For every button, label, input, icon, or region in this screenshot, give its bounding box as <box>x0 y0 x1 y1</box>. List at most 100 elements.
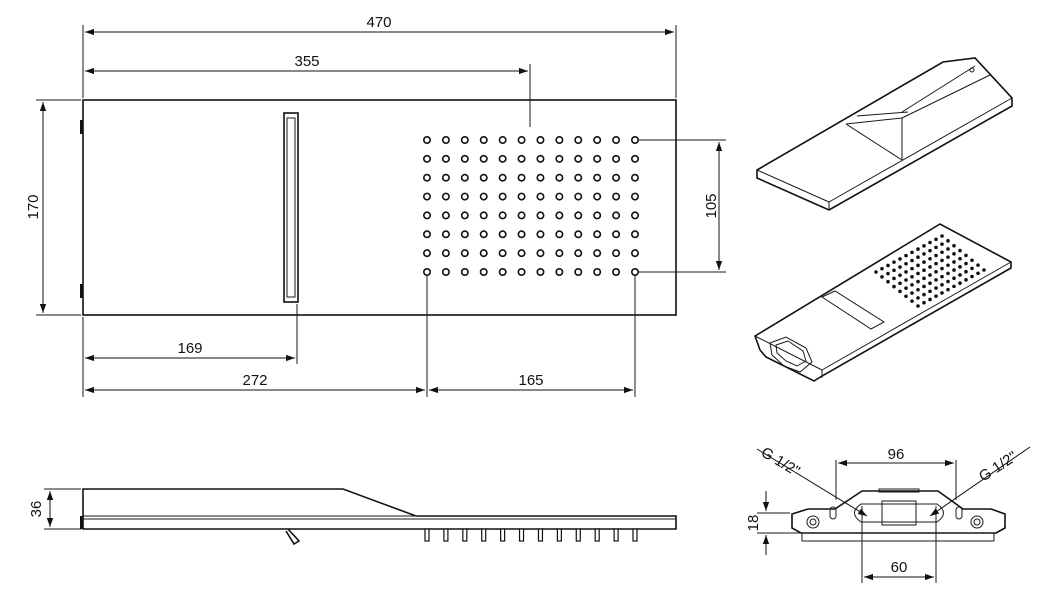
isometric-nozzle-dot <box>928 281 932 285</box>
isometric-nozzle-dot <box>898 265 902 269</box>
left-mount-tab <box>80 120 83 134</box>
dim-inlet-spacing: 96 <box>835 446 957 500</box>
side-nozzle <box>500 528 506 542</box>
nozzle-hole <box>422 136 431 145</box>
nozzle-hole <box>574 192 583 201</box>
nozzle-hole <box>441 249 450 258</box>
side-nozzle <box>443 528 449 542</box>
isometric-nozzle-dot <box>910 274 914 279</box>
isometric-nozzle-dot <box>958 281 962 285</box>
isometric-nozzle-dot <box>892 276 896 281</box>
isometric-waterfall-slot <box>820 290 885 330</box>
nozzle-hole <box>422 249 431 258</box>
nozzle-hole <box>460 211 469 220</box>
isometric-nozzle-dot <box>904 261 908 266</box>
dim-spray-center-label: 355 <box>294 53 319 70</box>
nozzle-hole <box>460 154 469 163</box>
dim-total-width-label: 470 <box>366 14 391 31</box>
dim-nozzle-field-start: 272 <box>85 276 428 397</box>
nozzle-hole <box>593 154 602 163</box>
side-nozzle <box>575 528 581 542</box>
isometric-nozzle-dot <box>940 282 944 287</box>
isometric-nozzle-dot <box>946 271 950 276</box>
isometric-nozzle-dot <box>922 276 926 281</box>
nozzle-hole <box>612 267 621 276</box>
isometric-nozzle-dot <box>898 257 902 261</box>
nozzle-hole <box>479 267 488 276</box>
dim-thickness: 36 <box>28 488 81 530</box>
isometric-nozzle-dot <box>964 278 968 282</box>
side-nozzle-row <box>424 528 638 542</box>
nozzle-hole <box>574 267 583 276</box>
side-nozzle <box>424 528 430 542</box>
isometric-nozzle-dot <box>928 248 932 253</box>
nozzle-hole <box>612 230 621 239</box>
isometric-nozzle-dot <box>928 257 932 261</box>
dim-thickness-label: 36 <box>28 501 45 518</box>
nozzle-hole <box>422 192 431 201</box>
nozzle-hole <box>441 136 450 145</box>
isometric-nozzle-dot <box>886 263 890 268</box>
isometric-nozzle-dot <box>916 296 920 300</box>
isometric-nozzle-dot <box>916 271 920 276</box>
isometric-nozzle-dot <box>922 284 926 289</box>
side-nozzle <box>632 528 638 542</box>
isometric-nozzle-dot <box>940 258 944 263</box>
isometric-nozzle-dot <box>898 289 902 294</box>
panel-outline <box>82 99 677 316</box>
nozzle-hole <box>441 173 450 182</box>
isometric-nozzle-dot <box>958 248 962 253</box>
isometric-nozzle-dot <box>916 255 920 260</box>
isometric-nozzle-dot <box>892 260 896 264</box>
dim-inlet-height: 18 <box>745 491 800 555</box>
isometric-nozzle-dot <box>916 287 920 292</box>
dim-inner-width: 60 <box>861 506 937 583</box>
isometric-nozzle-dot <box>940 242 944 246</box>
nozzle-hole <box>441 154 450 163</box>
side-nozzle <box>481 528 487 542</box>
dim-inlet-spacing-label: 96 <box>888 446 905 463</box>
waterfall-slot <box>283 112 299 303</box>
inlet-right-callout: G 1/2" <box>929 446 1031 517</box>
nozzle-hole <box>555 173 564 182</box>
isometric-nozzle-dot <box>898 273 902 277</box>
isometric-nozzle-dot <box>940 250 944 255</box>
isometric-nozzle-dot <box>952 243 956 248</box>
nozzle-hole <box>630 249 639 258</box>
nozzle-hole <box>498 192 507 201</box>
nozzle-hole <box>422 267 431 276</box>
nozzle-hole <box>574 173 583 182</box>
nozzle-hole <box>498 154 507 163</box>
isometric-nozzle-dot <box>928 297 932 302</box>
nozzle-hole <box>479 173 488 182</box>
nozzle-hole <box>612 211 621 220</box>
isometric-nozzle-dot <box>946 287 950 292</box>
nozzle-hole <box>555 192 564 201</box>
isometric-nozzle-dot <box>934 269 938 274</box>
nozzle-hole <box>517 230 526 239</box>
isometric-nozzle-dot <box>934 278 938 282</box>
isometric-nozzle-dot <box>910 250 914 255</box>
isometric-nozzle-dot <box>982 268 986 272</box>
nozzle-hole <box>422 173 431 182</box>
isometric-nozzle-dot <box>916 304 920 308</box>
nozzle-hole <box>630 136 639 145</box>
nozzle-hole <box>498 173 507 182</box>
isometric-nozzle-dot <box>922 268 926 273</box>
isometric-nozzle-dot <box>934 261 938 266</box>
nozzle-hole <box>555 267 564 276</box>
left-mount-tab <box>80 284 83 298</box>
isometric-nozzle-dot <box>934 286 938 290</box>
isometric-nozzle-dot <box>964 269 968 274</box>
nozzle-hole <box>536 173 545 182</box>
nozzle-hole <box>422 230 431 239</box>
isometric-nozzle-dot <box>934 294 938 298</box>
nozzle-hole <box>574 154 583 163</box>
nozzle-hole <box>479 154 488 163</box>
nozzle-hole <box>536 154 545 163</box>
nozzle-hole <box>612 173 621 182</box>
nozzle-hole <box>536 230 545 239</box>
nozzle-hole <box>612 192 621 201</box>
nozzle-hole <box>460 192 469 201</box>
isometric-nozzle-grid <box>874 234 986 308</box>
